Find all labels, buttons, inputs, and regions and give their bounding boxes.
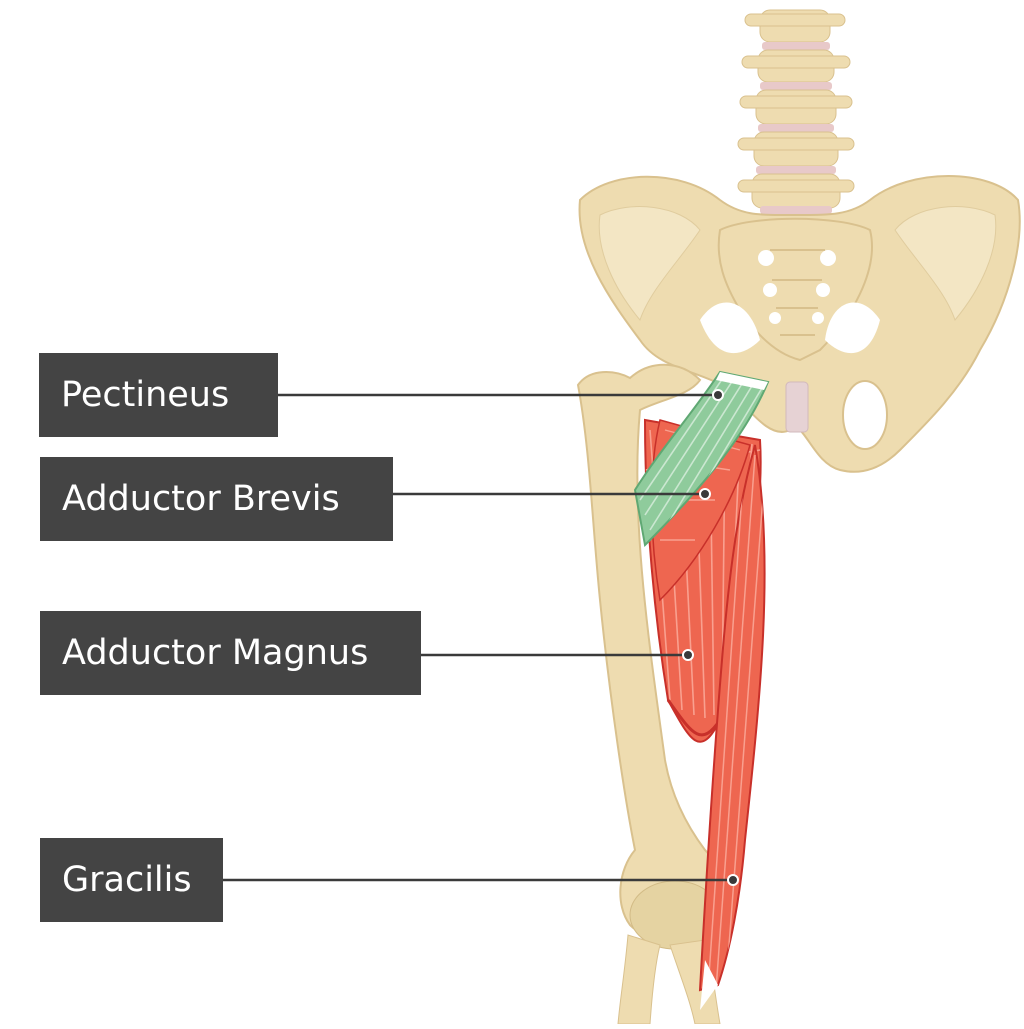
lumbar-spine	[737, 9, 855, 214]
label-pectineus: Pectineus	[39, 353, 278, 437]
label-gracilis: Gracilis	[40, 838, 223, 922]
leader-lines	[223, 389, 739, 886]
marker-pectineus	[712, 389, 724, 401]
gracilis-muscle	[698, 444, 766, 1010]
marker-adductor-brevis	[699, 488, 711, 500]
marker-adductor-magnus	[682, 649, 694, 661]
pelvis	[578, 175, 1021, 473]
label-adductor-brevis: Adductor Brevis	[40, 457, 393, 541]
marker-gracilis	[727, 874, 739, 886]
label-adductor-magnus: Adductor Magnus	[40, 611, 421, 695]
